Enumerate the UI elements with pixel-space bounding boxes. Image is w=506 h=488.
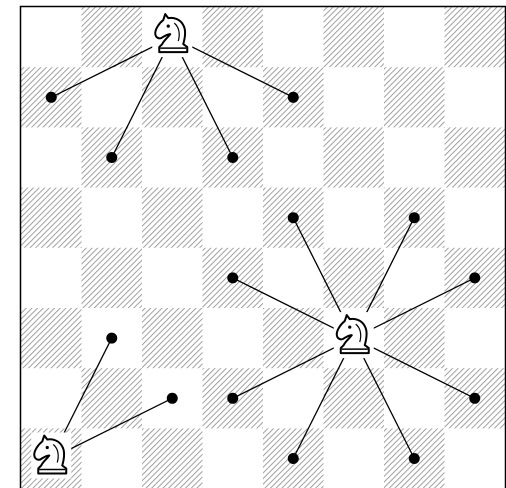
light-square <box>202 428 264 488</box>
target-dot <box>469 272 481 284</box>
dark-square <box>142 187 203 249</box>
dark-square <box>142 308 203 369</box>
light-square <box>202 308 264 369</box>
target-dot <box>287 212 299 224</box>
target-dot <box>287 453 299 464</box>
light-square <box>323 67 385 128</box>
light-square <box>444 308 506 369</box>
light-square <box>323 187 385 249</box>
light-square <box>444 428 506 488</box>
dark-square <box>81 7 143 68</box>
dark-square <box>263 308 324 369</box>
light-square <box>384 7 445 68</box>
knight-corner-icon <box>31 432 72 479</box>
move-line <box>50 36 173 98</box>
light-square <box>21 368 82 429</box>
dark-square <box>444 127 506 189</box>
dark-square <box>21 308 82 369</box>
move-line <box>171 36 294 98</box>
target-dot <box>106 152 118 163</box>
light-square <box>263 247 324 309</box>
light-square <box>81 187 143 249</box>
dark-square <box>323 127 385 189</box>
light-square <box>444 187 506 249</box>
target-dot <box>227 392 239 404</box>
light-square <box>323 428 385 488</box>
light-square <box>21 247 82 309</box>
light-square <box>444 67 506 128</box>
light-square <box>202 67 264 128</box>
dark-square <box>142 428 203 488</box>
target-dot <box>106 332 118 344</box>
move-line <box>232 277 355 339</box>
target-dot <box>227 272 239 284</box>
target-dot <box>408 453 420 464</box>
light-square <box>263 127 324 189</box>
dark-square <box>323 368 385 429</box>
board-squares <box>21 7 506 488</box>
dark-square <box>142 67 203 128</box>
light-square <box>384 247 445 309</box>
dark-square <box>384 308 445 369</box>
light-square <box>384 368 445 429</box>
target-dots <box>45 91 481 464</box>
move-line <box>353 337 415 459</box>
light-square <box>81 67 143 128</box>
dark-square <box>202 7 264 68</box>
target-dot <box>227 152 239 163</box>
move-line <box>292 337 355 459</box>
move-line <box>232 337 355 399</box>
target-dot <box>45 91 57 103</box>
target-dot <box>469 392 481 404</box>
target-dot <box>166 392 178 404</box>
knight-pieces <box>31 11 374 479</box>
light-square <box>21 127 82 189</box>
light-square <box>263 7 324 68</box>
dark-square <box>323 7 385 68</box>
move-line <box>50 397 173 460</box>
knight-top-icon <box>152 11 193 58</box>
dark-square <box>81 368 143 429</box>
light-square <box>21 7 82 68</box>
dark-square <box>21 187 82 249</box>
dark-square <box>444 7 506 68</box>
target-dot <box>408 212 420 224</box>
move-line <box>111 36 173 158</box>
light-square <box>142 127 203 189</box>
light-square <box>81 428 143 488</box>
dark-square <box>323 247 385 309</box>
dark-square <box>81 247 143 309</box>
light-square <box>263 368 324 429</box>
move-line <box>353 337 476 399</box>
target-dot <box>287 91 299 103</box>
move-line <box>353 277 476 339</box>
knight-center-icon <box>333 312 374 359</box>
light-square <box>142 247 203 309</box>
light-square <box>384 127 445 189</box>
move-line <box>171 36 234 158</box>
light-square <box>202 187 264 249</box>
dark-square <box>384 67 445 128</box>
